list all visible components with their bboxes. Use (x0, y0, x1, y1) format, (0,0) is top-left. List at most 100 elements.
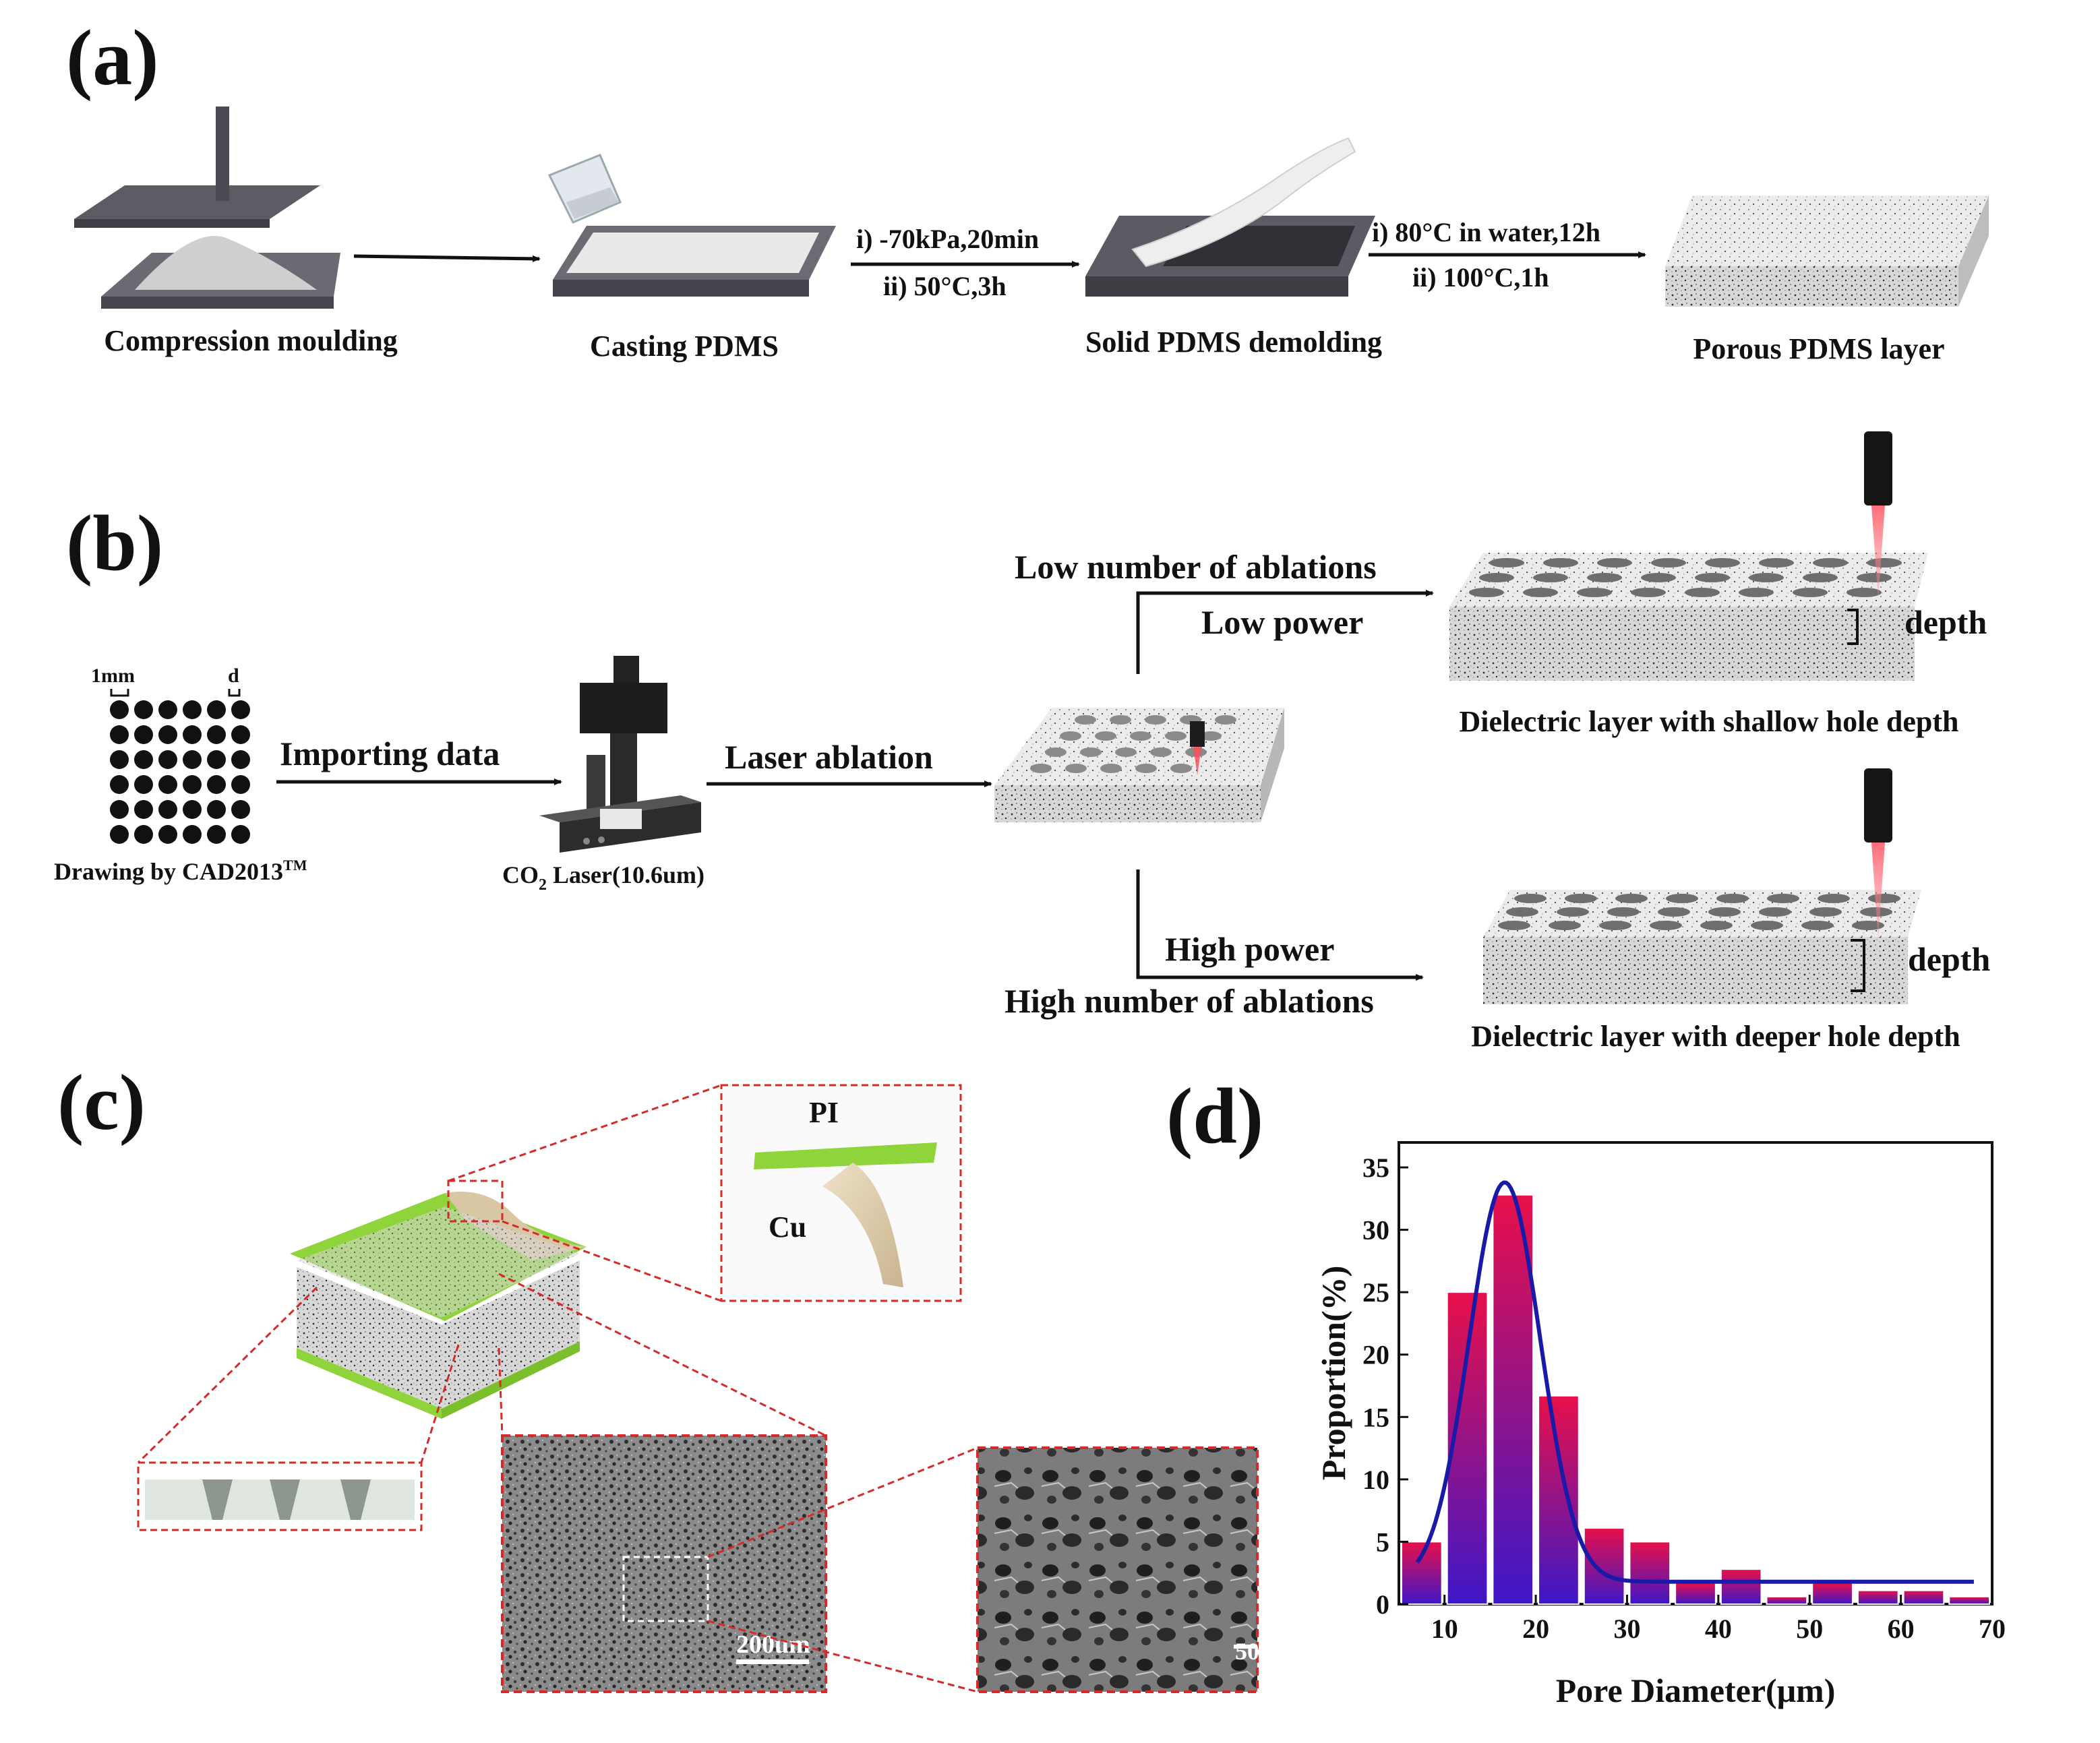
cross-section-photo (145, 1479, 415, 1520)
zoom-line-5 (498, 1273, 827, 1437)
upper-branch-line2: Low power (1201, 603, 1363, 641)
cad-dot (134, 700, 153, 719)
dielectric-hole (1607, 907, 1640, 917)
ablation-hole (1170, 764, 1192, 773)
panel-a-label: (a) (66, 13, 159, 102)
dielectric-hole (1565, 894, 1597, 903)
panel-d-label: (d) (1166, 1072, 1263, 1160)
scale-label-high-mag: 50 (1235, 1638, 1259, 1665)
arrow2-condition-1: i) -70kPa,20min (856, 224, 1039, 254)
cad-dot (158, 750, 177, 769)
cad-dot (183, 750, 202, 769)
inset-cross-section-frame (137, 1461, 423, 1531)
dielectric-hole (1523, 588, 1558, 597)
gaussian-fit-curve (1415, 1180, 1974, 1584)
dielectric-hole (1868, 894, 1900, 903)
ablation-hole (1165, 731, 1187, 741)
y-tick-label: 35 (1362, 1153, 1389, 1183)
cad-dot (207, 725, 226, 744)
sem-image-high-mag (976, 1446, 1259, 1693)
cad-dot (134, 750, 153, 769)
panel-b-label: (b) (66, 499, 163, 587)
chart-y-axis-label: Proportion(%) (1315, 1266, 1352, 1480)
zoom-line-1 (448, 1084, 722, 1182)
co2-laser-machine (539, 656, 701, 853)
cad-dot (110, 700, 129, 719)
ablation-hole (1030, 764, 1052, 773)
cad-dot (207, 800, 226, 819)
lower-branch-line1: High power (1165, 930, 1334, 968)
dielectric-hole (1759, 558, 1794, 568)
cad-dot (207, 825, 226, 844)
arrow3-condition-2: ii) 100°C,1h (1412, 262, 1549, 293)
lower-branch-line2: High number of ablations (1004, 982, 1374, 1020)
dielectric-hole (1860, 907, 1892, 917)
ablation-hole (1215, 715, 1236, 725)
ablation-hole (1065, 764, 1087, 773)
laser-caption: CO2 Laser(10.6um) (502, 861, 704, 894)
casting-pdms-illustration (547, 154, 836, 297)
ablation-hole (1200, 731, 1222, 741)
dielectric-hole (1533, 573, 1568, 582)
ablation-hole (1060, 731, 1081, 741)
x-tick-label: 60 (1888, 1614, 1915, 1644)
dielectric-hole (1577, 588, 1612, 597)
cad-dot (158, 725, 177, 744)
zoom-line-2 (502, 1220, 722, 1302)
dielectric-hole (1498, 921, 1530, 930)
dielectric-hole (1489, 558, 1524, 568)
dielectric-hole (1599, 921, 1631, 930)
dielectric-hole (1708, 907, 1741, 917)
dielectric-hole (1631, 588, 1666, 597)
cad-dot (231, 700, 250, 719)
histogram-bar (1857, 1589, 1899, 1606)
histogram-bar (1948, 1595, 1990, 1605)
cad-dot (158, 775, 177, 794)
histogram-bar (1675, 1582, 1716, 1606)
shallow-hole-layer (1449, 431, 1928, 681)
dielectric-hole (1615, 894, 1648, 903)
dielectric-hole (1759, 907, 1791, 917)
cad-dot (158, 800, 177, 819)
upper-branch-line1: Low number of ablations (1015, 548, 1377, 586)
laser-ablation-label: Laser ablation (725, 738, 933, 776)
cad-dot (110, 775, 129, 794)
cad-dot (134, 825, 153, 844)
ablation-hole (1045, 747, 1067, 757)
zoom-line-3 (137, 1286, 318, 1464)
cad-dot (183, 800, 202, 819)
ablation-hole (1135, 764, 1157, 773)
x-tick-label: 10 (1431, 1614, 1458, 1644)
dielectric-hole (1543, 558, 1578, 568)
ablation-hole (1150, 747, 1172, 757)
y-tick-label: 10 (1362, 1465, 1389, 1495)
scale-label-200um: 200um (736, 1630, 810, 1659)
zoom-line-7 (707, 1446, 978, 1558)
y-tick-label: 30 (1362, 1215, 1389, 1246)
cad-dot (134, 775, 153, 794)
dielectric-hole (1506, 907, 1538, 917)
cad-dot (207, 700, 226, 719)
sensor-device-illustration (290, 1192, 587, 1419)
cad-label-1mm: 1mm (91, 665, 135, 687)
demolding-illustration (1085, 137, 1375, 297)
cad-dot (110, 825, 129, 844)
cad-dot (183, 775, 202, 794)
zoom-box-pi-cu (447, 1180, 504, 1223)
ablation-hole (1095, 731, 1116, 741)
cad-dot (183, 700, 202, 719)
x-tick-label: 40 (1705, 1614, 1732, 1644)
cad-dot (207, 750, 226, 769)
step-compression-moulding: Compression moulding (104, 324, 398, 357)
cad-dot (183, 825, 202, 844)
cu-label: Cu (769, 1211, 806, 1244)
dielectric-hole (1514, 894, 1547, 903)
y-tick-label: 5 (1376, 1527, 1389, 1557)
zoom-line-6 (498, 1347, 504, 1436)
pi-label: PI (809, 1096, 839, 1129)
zoom-line-4 (420, 1344, 460, 1463)
dielectric-hole (1479, 573, 1514, 582)
sem-zoom-box (622, 1556, 709, 1622)
cad-dot (231, 775, 250, 794)
